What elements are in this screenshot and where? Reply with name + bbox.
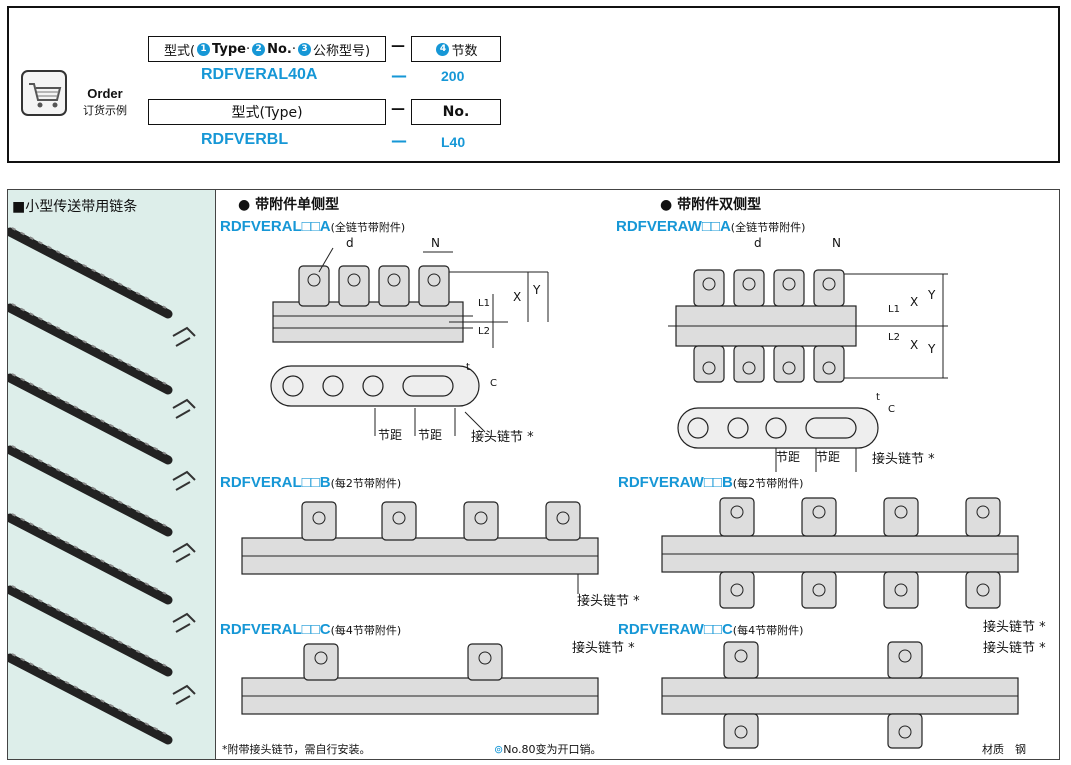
footer-note-no80-text: No.80变为开口销。 bbox=[503, 743, 602, 756]
pitch-2-al: 节距 bbox=[418, 428, 443, 442]
model-aw-c-code: RDFVERAW□□C bbox=[618, 621, 733, 638]
label-c-al: C bbox=[490, 378, 497, 389]
label-y-aw-top: Y bbox=[928, 288, 936, 302]
label-d-al: d bbox=[346, 236, 354, 250]
pitch-1-aw: 节距 bbox=[776, 450, 801, 464]
header-prefix: 型式( bbox=[163, 43, 196, 59]
circle-4: 4 bbox=[436, 42, 450, 56]
model-aw-b-code: RDFVERAW□□B bbox=[618, 474, 733, 491]
label-y-aw-bottom: Y bbox=[928, 342, 936, 356]
joint-link-aw-a: 接头链节 * bbox=[872, 452, 935, 467]
circle-1: 1 bbox=[197, 42, 211, 56]
model-al-b: RDFVERAL□□B(每2节带附件) bbox=[220, 474, 401, 491]
label-y-al: Y bbox=[533, 283, 541, 297]
joint-link-aw-b: 接头链节 * bbox=[983, 620, 1046, 635]
model-al-c: RDFVERAL□□C(每4节带附件) bbox=[220, 621, 401, 638]
order-title: Order bbox=[87, 86, 123, 101]
quantity-label: 节数 bbox=[451, 43, 478, 59]
header-dash-2: — bbox=[391, 101, 405, 117]
section-double-side: ● 带附件双侧型 bbox=[660, 197, 762, 213]
type-header-2: 型式(Type) bbox=[148, 99, 386, 125]
chain-photo-illustration bbox=[8, 227, 196, 745]
diagram-al-b bbox=[241, 501, 599, 594]
header-no: No. bbox=[267, 41, 292, 57]
model-al-a-code: RDFVERAL□□A bbox=[220, 218, 331, 235]
model-aw-b-note: (每2节带附件) bbox=[732, 477, 804, 490]
joint-link-al-a: 接头链节 * bbox=[471, 430, 534, 445]
diagram-al-c bbox=[241, 643, 599, 715]
example1-qty: 200 bbox=[441, 68, 465, 84]
diagram-aw-b bbox=[661, 497, 1019, 609]
label-t-aw: t bbox=[876, 392, 880, 403]
example2-dash: — bbox=[391, 131, 407, 150]
label-n-aw: N bbox=[832, 236, 841, 250]
label-l2-al: L2 bbox=[478, 326, 490, 337]
header-type: Type bbox=[212, 41, 246, 57]
example1-dash: — bbox=[391, 66, 407, 85]
diagram-aw-c bbox=[661, 641, 1019, 749]
model-al-b-note: (每2节带附件) bbox=[330, 477, 402, 490]
chain-spec-panel: ■小型传送带用链条 bbox=[7, 189, 1060, 760]
cart-svg bbox=[29, 83, 62, 108]
joint-link-al-c: 接头链节 * bbox=[572, 641, 635, 656]
header-dash-1: — bbox=[391, 38, 405, 54]
section-single-side: ● 带附件单侧型 bbox=[238, 197, 340, 213]
label-x-al: X bbox=[513, 290, 522, 304]
footer-note-no80: ⊚No.80变为开口销。 bbox=[494, 741, 601, 757]
shopping-cart-icon bbox=[21, 70, 67, 116]
diagram-al-a bbox=[270, 247, 549, 436]
pin-icon: ⊚ bbox=[494, 743, 504, 756]
model-al-c-code: RDFVERAL□□C bbox=[220, 621, 331, 638]
panel-title: ■小型传送带用链条 bbox=[12, 199, 138, 215]
model-al-a: RDFVERAL□□A(全链节带附件) bbox=[220, 218, 405, 235]
product-photo-panel: ■小型传送带用链条 bbox=[8, 190, 216, 759]
label-l2-aw: L2 bbox=[888, 332, 900, 343]
label-l1-aw: L1 bbox=[888, 304, 900, 315]
order-subtitle: 订货示例 bbox=[83, 104, 127, 117]
pitch-1-al: 节距 bbox=[378, 428, 403, 442]
pitch-2-aw: 节距 bbox=[816, 450, 841, 464]
model-aw-c: RDFVERAW□□C(每4节带附件) bbox=[618, 621, 803, 638]
model-al-c-note: (每4节带附件) bbox=[330, 624, 402, 637]
example1-model: RDFVERAL40A bbox=[201, 66, 318, 83]
diagram-aw-a bbox=[668, 269, 948, 472]
footer-note-joint: *附带接头链节，需自行安装。 bbox=[222, 743, 371, 756]
footer-material: 材质 钢 bbox=[982, 743, 1026, 756]
label-t-al: t bbox=[466, 362, 470, 373]
model-aw-a: RDFVERAW□□A(全链节带附件) bbox=[616, 218, 805, 235]
joint-link-aw-c: 接头链节 * bbox=[983, 641, 1046, 656]
model-aw-b: RDFVERAW□□B(每2节带附件) bbox=[618, 474, 803, 491]
no-header-2: No. bbox=[411, 99, 501, 125]
header-sep2: · bbox=[291, 41, 296, 57]
model-aw-a-note: (全链节带附件) bbox=[730, 221, 806, 234]
model-al-b-code: RDFVERAL□□B bbox=[220, 474, 331, 491]
label-n-al: N bbox=[431, 236, 440, 250]
circle-2: 2 bbox=[252, 42, 266, 56]
label-x-aw-top: X bbox=[910, 295, 919, 309]
joint-link-al-b: 接头链节 * bbox=[577, 594, 640, 609]
model-al-a-note: (全链节带附件) bbox=[330, 221, 406, 234]
example2-model: RDFVERBL bbox=[201, 131, 289, 148]
label-c-aw: C bbox=[888, 404, 895, 415]
header-sep1: · bbox=[245, 41, 251, 57]
circle-3: 3 bbox=[297, 42, 311, 56]
model-aw-c-note: (每4节带附件) bbox=[732, 624, 804, 637]
example2-no: L40 bbox=[441, 134, 466, 150]
label-d-aw: d bbox=[754, 236, 762, 250]
label-x-aw-bottom: X bbox=[910, 338, 919, 352]
label-l1-al: L1 bbox=[478, 298, 490, 309]
header-name: 公称型号) bbox=[312, 43, 371, 59]
model-aw-a-code: RDFVERAW□□A bbox=[616, 218, 731, 235]
